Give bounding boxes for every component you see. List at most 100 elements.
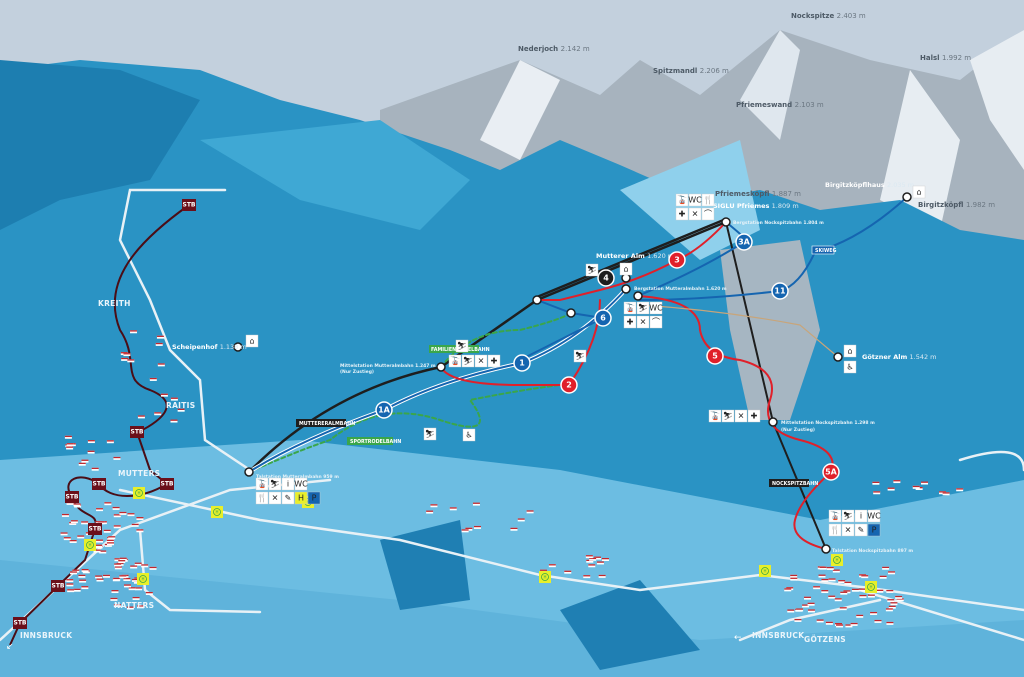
stubaitalbahn-stop[interactable]: STB <box>182 199 196 211</box>
first-aid-icon[interactable]: ✚ <box>623 315 637 329</box>
sled-rental-icon[interactable]: ⛷ <box>455 339 469 353</box>
stubaitalbahn-stop[interactable]: STB <box>92 478 106 490</box>
bus-stop-icon[interactable]: H <box>133 487 145 499</box>
sled-rental-icon[interactable]: ⛷ <box>585 263 599 277</box>
hut-label-mutterer-alm[interactable]: Mutterer Alm 1.620 m <box>596 252 674 260</box>
ski-service-icon[interactable]: ✎ <box>281 491 295 505</box>
svg-text:⌂: ⌂ <box>847 347 852 356</box>
talstation-nockspitzbahn-node[interactable] <box>821 544 831 554</box>
lift-node[interactable] <box>532 295 542 305</box>
stubaitalbahn-stop[interactable]: STB <box>65 491 79 503</box>
ski-rental-icon[interactable]: ⛷ <box>721 409 735 423</box>
piste-marker-3a[interactable]: 3A <box>735 233 753 251</box>
bus-stop-icon[interactable]: H <box>137 573 149 585</box>
bus-stop-icon[interactable]: H <box>294 491 308 505</box>
hut-label-siglu-pfriemes[interactable]: SIGLU Pfriemes 1.809 m <box>713 202 799 210</box>
birgitzkoepflhaus-node[interactable] <box>902 192 912 202</box>
hut-label-birgitzkoepflhaus[interactable]: Birgitzköpflhaus 2.035 m <box>825 181 914 189</box>
wc-icon[interactable]: WC <box>649 301 663 315</box>
svg-text:STB: STB <box>183 202 196 209</box>
mutterer-alm-node[interactable] <box>621 273 631 283</box>
bus-stop-icon[interactable]: H <box>759 565 771 577</box>
piste-marker-11[interactable]: 11 <box>771 282 789 300</box>
kids-icon[interactable]: ♿ <box>462 428 476 442</box>
stubaitalbahn-stop[interactable]: STB <box>13 617 27 629</box>
bergstation-mutteralmbahn-node[interactable] <box>621 284 631 294</box>
ski-rental-icon[interactable]: ⛷ <box>461 354 475 368</box>
gondola-icon[interactable]: 🚡 <box>675 193 689 207</box>
info-icon[interactable]: i <box>281 477 295 491</box>
piste-marker-3[interactable]: 3 <box>668 251 686 269</box>
town-label-goetzens: GÖTZENS <box>804 635 846 644</box>
parking-icon[interactable]: P <box>867 523 881 537</box>
piste-5-start-node[interactable] <box>633 291 643 301</box>
viewpoint-icon[interactable]: ⌒ <box>649 315 663 329</box>
mittelstation-nockspitzbahn-node[interactable] <box>768 417 778 427</box>
gondola-icon[interactable]: 🚡 <box>828 509 842 523</box>
restaurant-icon[interactable]: 🍴 <box>701 193 715 207</box>
kids-icon[interactable]: ♿ <box>843 360 857 374</box>
bus-stop-icon[interactable]: H <box>831 554 843 566</box>
ski-school-icon[interactable]: ✕ <box>841 523 855 537</box>
stubaitalbahn-stop[interactable]: STB <box>160 478 174 490</box>
gondola-icon[interactable]: 🚡 <box>708 409 722 423</box>
ski-school-icon[interactable]: ✕ <box>474 354 488 368</box>
restaurant-icon[interactable]: 🍴 <box>828 523 842 537</box>
piste-marker-1[interactable]: 1 <box>513 354 531 372</box>
mittelstation-mutteralmbahn-node[interactable] <box>436 362 446 372</box>
ski-rental-icon[interactable]: ⛷ <box>268 477 282 491</box>
wc-icon[interactable]: WC <box>294 477 308 491</box>
sled-rental-icon[interactable]: ⛷ <box>573 349 587 363</box>
ski-school-icon[interactable]: ✕ <box>268 491 282 505</box>
stubaitalbahn-stop[interactable]: STB <box>88 523 102 535</box>
ski-service-icon[interactable]: ✎ <box>854 523 868 537</box>
scheipenhof-node[interactable] <box>233 342 243 352</box>
hut-label-scheipenhof[interactable]: Scheipenhof 1.138 m <box>172 343 247 351</box>
svg-text:✚: ✚ <box>627 318 634 327</box>
wc-icon[interactable]: WC <box>867 509 881 523</box>
svg-text:⛷: ⛷ <box>843 512 853 521</box>
piste-marker-1a[interactable]: 1A <box>375 401 393 419</box>
gondola-icon[interactable]: 🚡 <box>623 301 637 315</box>
piste-marker-6[interactable]: 6 <box>594 309 612 327</box>
bus-stop-icon[interactable]: H <box>84 539 96 551</box>
ski-school-icon[interactable]: ✕ <box>636 315 650 329</box>
svg-text:🚡: 🚡 <box>257 479 267 489</box>
town-label-innsbruck-west[interactable]: INNSBRUCK <box>20 631 73 640</box>
info-icon[interactable]: i <box>854 509 868 523</box>
bus-stop-icon[interactable]: H <box>211 506 223 518</box>
first-aid-icon[interactable]: ✚ <box>675 207 689 221</box>
goetzner-alm-node[interactable] <box>833 352 843 362</box>
station-label-mittelstation-mutteralmbahn: Mittelstation Mutteralmbahn 1.247 m <box>340 363 436 369</box>
parking-icon[interactable]: P <box>307 491 321 505</box>
lift-node[interactable] <box>566 308 576 318</box>
ski-rental-icon[interactable]: ⛷ <box>841 509 855 523</box>
first-aid-icon[interactable]: ✚ <box>747 409 761 423</box>
first-aid-icon[interactable]: ✚ <box>487 354 501 368</box>
piste-marker-5a[interactable]: 5A <box>822 463 840 481</box>
town-label-innsbruck-east[interactable]: INNSBRUCK <box>752 631 805 640</box>
bergstation-nockspitzbahn-node[interactable] <box>721 217 731 227</box>
gondola-icon[interactable]: 🚡 <box>255 477 269 491</box>
stubaitalbahn-stop[interactable]: STB <box>130 426 144 438</box>
restaurant-icon[interactable]: 🍴 <box>255 491 269 505</box>
gondola-icon[interactable]: 🚡 <box>448 354 462 368</box>
sled-rental-icon[interactable]: ⛷ <box>423 427 437 441</box>
ski-school-icon[interactable]: ✕ <box>688 207 702 221</box>
piste-marker-4[interactable]: 4 <box>597 269 615 287</box>
talstation-mutteralmbahn-node[interactable] <box>244 467 254 477</box>
piste-marker-5[interactable]: 5 <box>706 347 724 365</box>
hut-icon[interactable]: ⌂ <box>843 344 857 358</box>
bus-stop-icon[interactable]: H <box>865 581 877 593</box>
hut-icon[interactable]: ⌂ <box>245 334 259 348</box>
ski-school-icon[interactable]: ✕ <box>734 409 748 423</box>
wc-icon[interactable]: WC <box>688 193 702 207</box>
hut-label-goetzner-alm[interactable]: Götzner Alm 1.542 m <box>862 353 937 361</box>
hut-icon[interactable]: ⌂ <box>619 262 633 276</box>
bus-stop-icon[interactable]: H <box>539 571 551 583</box>
viewpoint-icon[interactable]: ⌒ <box>701 207 715 221</box>
stubaitalbahn-stop[interactable]: STB <box>51 580 65 592</box>
ski-rental-icon[interactable]: ⛷ <box>636 301 650 315</box>
hut-icon[interactable]: ⌂ <box>912 185 926 199</box>
piste-marker-2[interactable]: 2 <box>560 376 578 394</box>
